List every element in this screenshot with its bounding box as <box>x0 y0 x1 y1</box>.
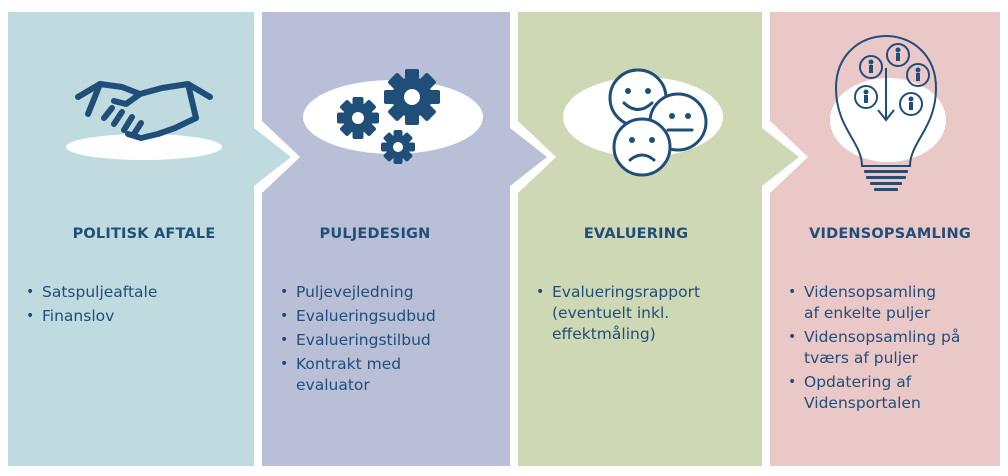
list-item: Vidensopsamling på tværs af puljer <box>788 327 969 369</box>
gears-icon <box>303 69 483 164</box>
list-item: Kontrakt med evaluator <box>280 354 436 396</box>
panel-1-list: Satspuljeaftale Finanslov <box>26 282 262 327</box>
panel-1: POLITISK AFTALE Satspuljeaftale Finanslo… <box>26 226 262 330</box>
panel-3-title: EVALUERING <box>583 226 689 242</box>
panel-3-list: Evalueringsrapport (eventuelt inkl. effe… <box>536 282 736 345</box>
list-item: Puljevejledning <box>280 282 470 303</box>
list-item: Vidensopsamling af enkelte puljer <box>788 282 954 324</box>
panel-2: PULJEDESIGN Puljevejledning Evalueringsu… <box>280 226 470 399</box>
lightbulb-icon <box>830 34 946 191</box>
panel-2-title: PULJEDESIGN <box>319 226 431 242</box>
faces-icon <box>563 68 723 177</box>
list-item: Satspuljeaftale <box>26 282 262 303</box>
panel-4-list: Vidensopsamling af enkelte puljer Videns… <box>788 282 992 414</box>
handshake-icon <box>66 81 222 160</box>
list-item: Opdatering af Vidensportalen <box>788 372 939 414</box>
list-item: Evalueringsudbud <box>280 306 470 327</box>
list-item: Evalueringsrapport (eventuelt inkl. effe… <box>536 282 724 345</box>
panel-4-title: VIDENSOPSAMLING <box>809 226 971 242</box>
list-item: Finanslov <box>26 306 262 327</box>
panel-4: VIDENSOPSAMLING Vidensopsamling af enkel… <box>788 226 992 417</box>
panel-3: EVALUERING Evalueringsrapport (eventuelt… <box>536 226 736 348</box>
panel-1-title: POLITISK AFTALE <box>72 226 216 242</box>
list-item: Evalueringstilbud <box>280 330 470 351</box>
panel-1-background <box>8 12 291 466</box>
panel-2-list: Puljevejledning Evalueringsudbud Evaluer… <box>280 282 470 396</box>
